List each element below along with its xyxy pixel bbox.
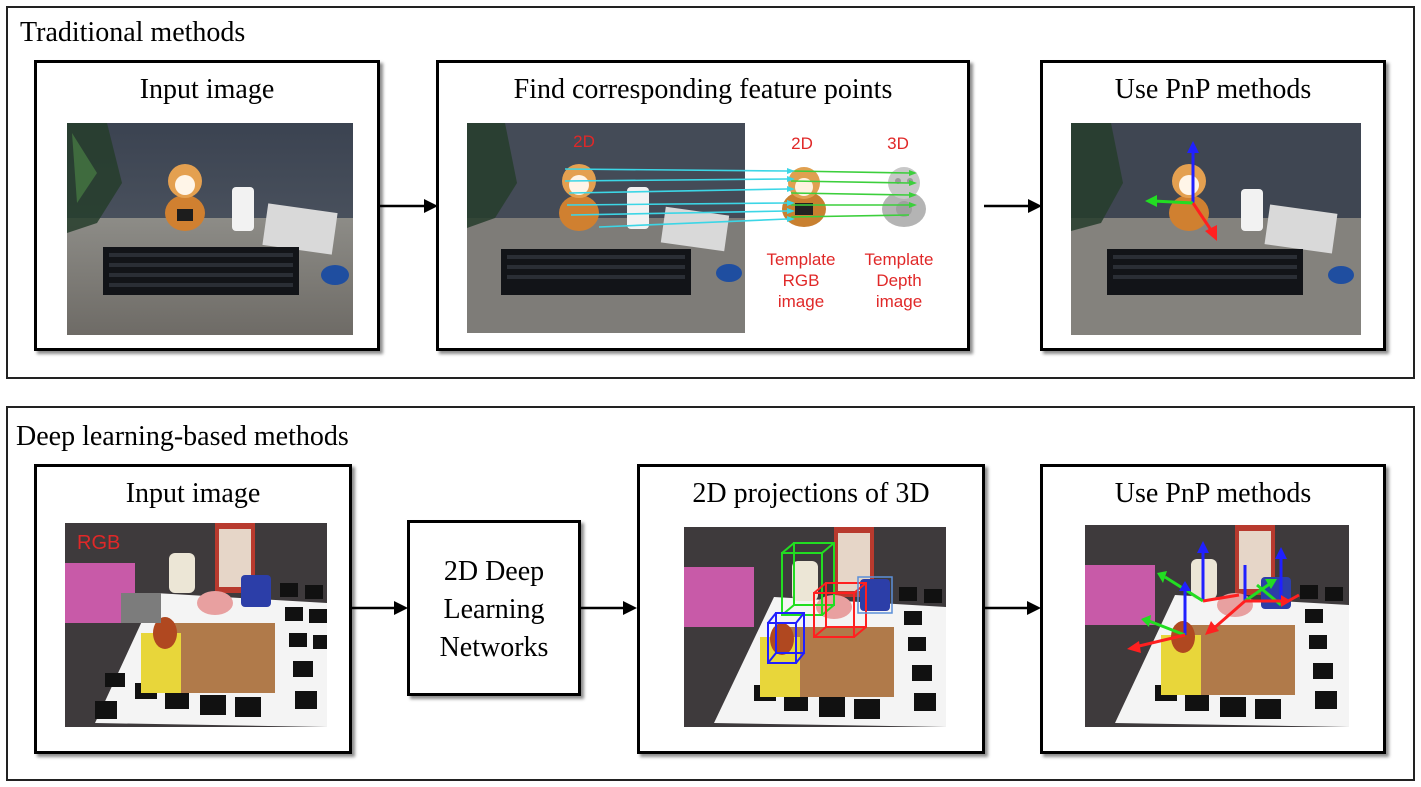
- caption-line: image: [875, 292, 923, 311]
- arrow-right: [984, 199, 1042, 213]
- feature-matching-image: [467, 123, 745, 333]
- bounding-box-projection-image: [684, 527, 946, 727]
- template-depth-caption: Template Depth image: [851, 249, 947, 312]
- template-rgb-caption: Template RGB image: [753, 249, 849, 312]
- deep-pnp-box: Use PnP methods: [1040, 464, 1386, 754]
- template-rgb-object: [769, 161, 839, 231]
- caption-line: Depth: [876, 271, 922, 290]
- correspondence-lines: [564, 168, 917, 228]
- box-title: 2D projections of 3D: [692, 478, 930, 509]
- rgb-label: RGB: [77, 532, 121, 554]
- desk-scene-image: [67, 123, 353, 335]
- box-title: Input image: [139, 74, 275, 105]
- caption-line: Template: [766, 250, 836, 269]
- box-title: Use PnP methods: [1114, 478, 1312, 509]
- caption-line: Template: [864, 250, 934, 269]
- box-title: Find corresponding feature points: [513, 74, 893, 105]
- panel-title: Deep learning-based methods: [16, 421, 349, 452]
- label-2d-left: 2D: [573, 132, 595, 151]
- pnp-box: Use PnP methods: [1040, 60, 1386, 351]
- arrow-right: [352, 601, 408, 615]
- pose-result-image: [1071, 123, 1361, 335]
- network-label-line: Learning: [443, 594, 545, 625]
- feature-points-box: Find corresponding feature points: [436, 60, 970, 351]
- network-label-line: Networks: [439, 632, 549, 663]
- box-title: Use PnP methods: [1114, 74, 1312, 105]
- caption-line: RGB: [782, 271, 820, 290]
- network-label-line: 2D Deep: [443, 556, 545, 587]
- arrow-right: [985, 601, 1041, 615]
- label-3d-template: 3D: [887, 134, 909, 153]
- caption-line: image: [777, 292, 825, 311]
- input-image-box: Input image: [34, 60, 380, 351]
- label-2d-template: 2D: [791, 134, 813, 153]
- arrow-right: [380, 199, 438, 213]
- deep-network-box: 2D Deep Learning Networks: [407, 520, 581, 696]
- pose-axes-result-image: [1085, 525, 1349, 727]
- cluttered-scene-image: [65, 523, 327, 727]
- box-title: Input image: [125, 478, 261, 509]
- panel-title: Traditional methods: [20, 17, 246, 48]
- arrow-right: [581, 601, 637, 615]
- projections-box: 2D projections of 3D: [637, 464, 985, 754]
- network-label: 2D Deep Learning Networks: [410, 553, 578, 667]
- deep-input-image-box: Input image RGB: [34, 464, 352, 754]
